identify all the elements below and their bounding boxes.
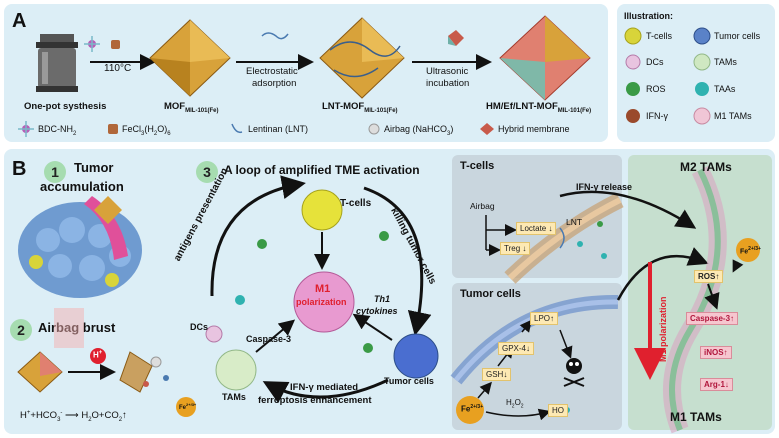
loop-m1-label: M1	[315, 283, 331, 295]
step2b-label: incubation	[426, 78, 470, 89]
tc-lnt-label: LNT	[566, 217, 583, 227]
fecl3-icon	[111, 40, 120, 49]
tumor-h2o2-label: H2O2	[506, 398, 524, 410]
caption-onepot: One-pot systhesis	[24, 101, 107, 112]
h-plus-label: H+	[93, 350, 103, 360]
membrane-icon	[448, 30, 464, 46]
legend-icons	[18, 121, 494, 137]
fe-badge-label: Fe2+/3+	[179, 402, 197, 411]
legend-bdc: BDC-NH2	[38, 124, 77, 137]
illus-item-6: IFN-γ	[646, 111, 668, 121]
step-1-title-b: accumulation	[40, 179, 124, 194]
tam-ifn-release-label: IFN-γ release	[576, 182, 633, 192]
reaction-equation: H++HCO3- ⟶ H2O+CO2↑	[20, 410, 127, 424]
loop-ifn-label: IFN-γ mediated	[290, 382, 359, 393]
panel-a-label: A	[12, 10, 27, 32]
step2-label: Ultrasonic	[426, 66, 469, 77]
burst-fragments	[119, 351, 169, 393]
step-3-title: A loop of amplified TME activation	[224, 163, 420, 177]
tumor-gsh-box: GSH↓	[482, 368, 512, 381]
illus-item-7: M1 TAMs	[714, 111, 752, 121]
loop-tams-label: TAMs	[222, 392, 246, 402]
legend-airbag: Airbag (NaHCO3)	[384, 124, 454, 137]
tumor-gpx-box: GPX-4↓	[498, 342, 535, 355]
tumor-lpo-box: LPO↑	[530, 312, 559, 325]
step-1-badge: 1	[44, 161, 66, 183]
tam-m2-title: M2 TAMs	[680, 160, 732, 174]
legend-fecl3: FeCl3(H2O)6	[122, 124, 171, 137]
skull-icon	[563, 358, 585, 387]
caption-mof: MOFMIL-101(Fe)	[164, 101, 219, 114]
illus-item-4: ROS	[646, 84, 666, 94]
m1-cell-icon	[293, 271, 355, 333]
illus-item-0: T-cells	[646, 31, 673, 41]
temp-label: 110°C	[104, 63, 132, 74]
tam-inos-box: iNOS↑	[700, 346, 732, 359]
loop-tcells-label: T-cells	[340, 198, 372, 209]
tumor-cell-icon	[393, 333, 439, 379]
legend-lnt: Lentinan (LNT)	[248, 124, 309, 134]
illus-item-5: TAAs	[714, 84, 736, 94]
step1-label: Electrostatic	[246, 66, 298, 77]
legend-membrane: Hybrid membrane	[498, 124, 570, 134]
step-2-badge: 2	[10, 319, 32, 341]
illus-item-2: DCs	[646, 57, 664, 67]
tumor-ho-box: HO	[548, 404, 568, 417]
caption-lnt-mof: LNT-MOFMIL-101(Fe)	[322, 101, 398, 114]
hm-mof-octahedron	[499, 15, 591, 101]
ligand-icon	[84, 36, 100, 52]
tam-fe-label: Fe2+/3+	[740, 246, 761, 256]
tam-m1-polarization-label: M1 polarization	[658, 296, 668, 362]
tam-icon	[215, 349, 257, 391]
tumor-mass-illustration	[18, 196, 142, 298]
illus-item-1: Tumor cells	[714, 31, 761, 41]
reactor-icon	[36, 34, 78, 92]
loop-caspase-label: Caspase-3	[246, 334, 292, 344]
loop-polarization-label: polarization	[296, 297, 347, 307]
tam-arg-box: Arg-1↓	[700, 378, 733, 391]
tam-m1-title: M1 TAMs	[670, 410, 722, 424]
tumor-panel-title: Tumor cells	[460, 288, 521, 300]
illustration-title: Illustration:	[624, 11, 673, 21]
tam-ros-box: ROS↑	[694, 270, 724, 283]
illus-item-3: TAMs	[714, 57, 737, 67]
loop-th1-label: Th1	[374, 294, 391, 304]
dc-icon	[205, 325, 223, 343]
step-1-title-a: Tumor	[74, 160, 114, 175]
caption-hm-mof: HM/Ef/LNT-MOFMIL-101(Fe)	[486, 101, 592, 114]
loop-ferro-label: ferroptosis enhancement	[258, 395, 372, 406]
step1b-label: adsorption	[252, 78, 297, 89]
step-3-badge: 3	[196, 161, 218, 183]
panel-a	[4, 4, 608, 142]
tc-treg-box: Treg ↓	[500, 242, 531, 255]
loop-tumor-label: Tumor cells	[384, 376, 434, 386]
tc-loctate-box: Loctate ↓	[516, 222, 557, 235]
tc-panel-title: T-cells	[460, 160, 495, 172]
tumor-fe-label: Fe2+/3+	[461, 404, 484, 414]
tam-caspase-box: Caspase-3↑	[686, 312, 739, 325]
loop-cytokines-label: cytokines	[356, 306, 398, 316]
loop-dcs-label: DCs	[190, 322, 209, 332]
tc-airbag-label: Airbag	[470, 201, 495, 211]
mof-octahedron	[149, 19, 231, 97]
t-cell-icon	[301, 189, 343, 231]
lnt-mof-octahedron	[319, 17, 405, 99]
panel-b-label: B	[12, 158, 27, 180]
burst-octahedron	[17, 351, 63, 393]
